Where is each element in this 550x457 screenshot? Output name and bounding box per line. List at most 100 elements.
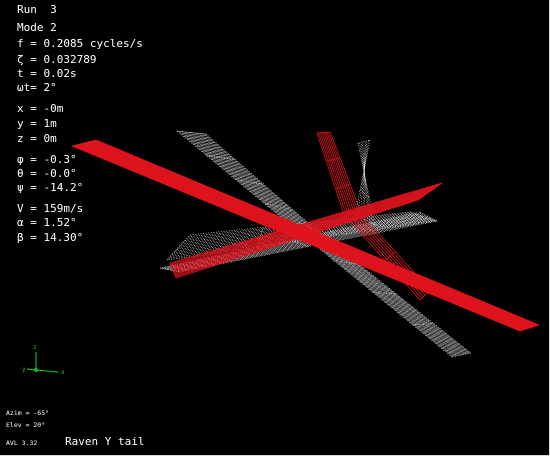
undeformed-left-wing-chordline	[235, 179, 265, 185]
alpha-readout: α = 1.52°	[17, 216, 77, 229]
undeformed-left-wing-strip	[200, 133, 318, 234]
undeformed-left-wing-strip	[204, 133, 321, 235]
deformed-tail-left-chordline	[326, 157, 341, 162]
undeformed-left-wing-strip	[197, 132, 315, 234]
undeformed-left-wing-outline	[176, 130, 207, 135]
undeformed-right-wing-outline	[451, 352, 472, 358]
undeformed-fuselage-lower-strip	[177, 219, 435, 272]
deformed-tail-left-strip	[324, 132, 355, 213]
deformed-wing-chordline	[183, 185, 207, 193]
z-axis-label: z	[33, 344, 37, 351]
deformed-fuselage-chordline	[256, 236, 262, 253]
undeformed-left-wing-strip	[201, 133, 319, 235]
deformed-fuselage-strip	[174, 197, 422, 277]
undeformed-fuselage-outline	[409, 211, 438, 222]
velocity-readout: V = 159m/s	[17, 202, 84, 215]
undeformed-tail-chordline	[359, 189, 370, 198]
deformed-fuselage-chordline	[336, 209, 352, 227]
beta-readout: β = 14.30°	[17, 231, 84, 244]
deformed-fuselage-strip	[170, 185, 439, 266]
deformed-fuselage-strip	[171, 188, 434, 269]
undeformed-tail-chordline	[363, 164, 366, 171]
deformed-fuselage-strip	[173, 192, 429, 272]
undeformed-left-wing-strip	[186, 131, 304, 231]
deformed-tail-left-chordline	[335, 183, 351, 190]
undeformed-tail-strip	[362, 141, 368, 222]
undeformed-left-wing-strip	[178, 130, 296, 229]
undeformed-right-wing-strip	[314, 232, 466, 355]
deformed-tail-left-outline	[316, 132, 346, 218]
deformed-fuselage-strip	[172, 191, 431, 271]
deformed-geometry	[71, 131, 540, 332]
elevation-readout: Elev = 20°	[6, 421, 46, 429]
case-title: Raven Y tail	[65, 435, 145, 448]
undeformed-fuselage-strip	[175, 217, 428, 252]
undeformed-right-wing-strip	[305, 230, 460, 356]
undeformed-left-wing-chordline	[264, 203, 294, 211]
undeformed-left-wing-strip	[195, 132, 312, 233]
undeformed-fuselage-lower-chordline	[289, 239, 309, 247]
undeformed-fuselage-lower-strip	[175, 218, 434, 272]
deformed-fuselage-strip	[173, 193, 427, 273]
deformed-fuselage-outline	[175, 199, 419, 279]
mode-label: Mode 2	[17, 21, 57, 34]
undeformed-fuselage-strip	[186, 213, 414, 239]
frequency-readout: f = 0.2085 cycles/s	[17, 37, 143, 50]
undeformed-left-wing-strip	[193, 132, 311, 233]
deformed-tail-left-outline	[329, 131, 361, 211]
undeformed-fuselage-outline	[189, 211, 411, 236]
undeformed-left-wing-strip	[192, 132, 310, 233]
undeformed-fuselage-lower-strip	[174, 218, 433, 272]
z-position-readout: z = 0m	[17, 132, 57, 145]
deformed-tail-left-strip	[319, 132, 350, 216]
undeformed-left-wing-strip	[196, 132, 314, 234]
undeformed-right-wing-chordline	[412, 323, 434, 326]
undeformed-fuselage-outline	[166, 234, 191, 261]
undeformed-right-wing-strip	[301, 229, 458, 357]
deformed-fuselage-outline	[169, 182, 443, 264]
yaw-readout: ψ = -14.2°	[17, 181, 84, 194]
deformed-fuselage-strip	[170, 183, 441, 265]
undeformed-fuselage-lower-outline	[419, 211, 438, 222]
undeformed-left-wing-outline	[205, 133, 323, 236]
undeformed-left-wing-strip	[203, 133, 320, 235]
undeformed-fuselage-chordline	[336, 219, 348, 235]
time-readout: t = 0.02s	[17, 67, 77, 80]
undeformed-fuselage-strip	[178, 216, 424, 248]
undeformed-right-wing-strip	[312, 232, 466, 355]
azimuth-readout: Azim = -65°	[6, 409, 50, 417]
undeformed-left-wing-strip	[183, 131, 301, 230]
undeformed-fuselage-lower-strip	[178, 220, 436, 272]
deformed-fuselage-strip	[175, 198, 420, 278]
x-axis-line	[35, 369, 59, 373]
run-label: Run 3	[17, 3, 57, 16]
damping-readout: ζ = 0.032789	[17, 53, 97, 66]
axes-triad: z x y	[22, 344, 65, 376]
x-axis-label: x	[61, 369, 65, 376]
deformed-tail-right-chordline	[384, 251, 396, 261]
undeformed-left-wing-strip	[188, 131, 306, 232]
undeformed-left-wing-strip	[179, 131, 297, 229]
undeformed-right-wing-strip	[302, 229, 459, 356]
deformed-fuselage-strip	[171, 187, 436, 268]
avl-version: AVL 3.32	[6, 439, 38, 447]
undeformed-left-wing-strip	[180, 131, 298, 230]
deformed-tail-left-strip	[321, 132, 351, 215]
deformed-fuselage-strip	[174, 194, 426, 275]
undeformed-right-wing-chordline	[333, 260, 360, 265]
x-position-readout: x = -0m	[17, 102, 64, 115]
y-axis-label: y	[22, 366, 26, 373]
undeformed-right-wing-strip	[307, 231, 462, 356]
deformed-fuselage-strip	[171, 186, 438, 267]
undeformed-left-wing-chordline	[206, 155, 236, 160]
deformed-tail-left-strip	[323, 132, 353, 214]
undeformed-right-wing-strip	[315, 233, 467, 355]
y-position-readout: y = 1m	[17, 117, 57, 130]
deformed-tail-left-strip	[326, 132, 357, 212]
undeformed-left-wing-strip	[191, 132, 309, 232]
deformed-fuselage-strip	[174, 196, 424, 276]
deformed-tail-left-strip	[318, 132, 348, 217]
triad-origin	[34, 368, 38, 372]
